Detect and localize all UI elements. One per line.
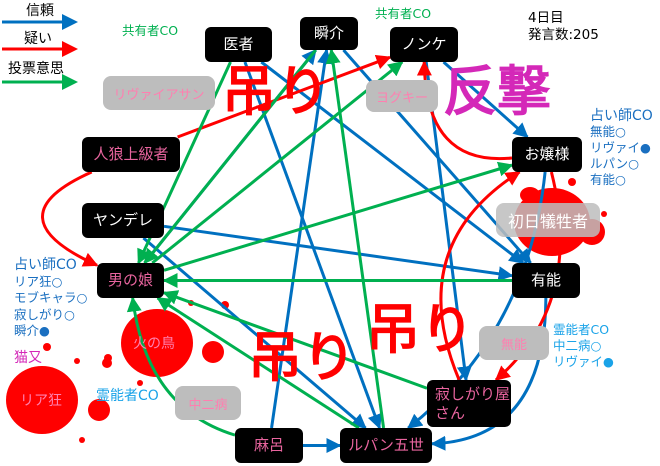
vote-edge-sabishigari-to-otokonoko — [162, 290, 428, 390]
removed-player-leviathan: リヴァイアサン — [103, 76, 215, 110]
player-node-nonke[interactable]: ノンケ — [390, 27, 458, 62]
player-node-yandere[interactable]: ヤンデレ — [82, 203, 164, 238]
vote-edge-isha-to-otokonoko — [137, 61, 232, 265]
removed-player-munou: 無能 — [479, 326, 549, 360]
seer-result: 有能○ — [590, 172, 626, 187]
game-status: 4日目 発言数:205 — [528, 10, 599, 44]
removed-player-riakyou: リア狂 — [20, 393, 62, 409]
seer-co-title: 占い師CO — [590, 108, 653, 124]
medium-result: リヴァイ● — [553, 354, 614, 369]
shared-co-label: 共有者CO — [122, 23, 179, 38]
trust-edge-isha-to-lupin — [243, 61, 382, 430]
seer-result: リヴァイ● — [590, 140, 651, 155]
trust-edge-yandere-to-yuunou — [163, 224, 514, 282]
player-node-lupin[interactable]: ルパン五世 — [340, 428, 432, 463]
trust-arrow-icon — [2, 14, 78, 30]
vote-edge-shunsuke-to-otokonoko — [143, 49, 317, 265]
legend-vote-label: 投票意思 — [8, 61, 64, 77]
legend-arrows — [2, 14, 78, 90]
vote-edge-maro-to-otokonoko — [126, 296, 236, 437]
medium-co-right: 霊能者CO 中二病○ リヴァイ● — [553, 322, 614, 370]
seer-result: ルパン○ — [590, 156, 640, 171]
doubt-edge-jinro-to-otokonoko — [41, 170, 99, 267]
seer-result: 瞬介● — [14, 323, 50, 338]
blood-splatter-icon — [6, 343, 112, 443]
trust-edge-nonke-to-ojousama — [442, 60, 529, 139]
hang-overlay: 吊り — [248, 326, 356, 389]
doubt-edge-sabishigari-to-ojousama — [439, 170, 521, 381]
nekomata-label: 猫又 — [14, 350, 42, 366]
legend-doubt-label: 疑い — [24, 31, 52, 47]
hang-overlay: 吊り — [366, 298, 474, 361]
hang-overlay: 吊り — [222, 60, 330, 123]
legend-trust-label: 信頼 — [26, 3, 54, 19]
player-node-maro[interactable]: 麻呂 — [235, 428, 303, 463]
vote-edge-lupin-to-otokonoko — [156, 296, 360, 430]
removed-player-phoenix: 火の鳥 — [133, 336, 175, 352]
removed-player-first-victim: 初日犠牲者 — [496, 203, 600, 237]
player-node-jinro[interactable]: 人狼上級者 — [82, 137, 180, 172]
seer-result: リア狂○ — [14, 273, 63, 289]
trust-edge-yandere-to-lupin — [142, 236, 367, 430]
counter-overlay: 反撃 — [443, 60, 551, 123]
medium-result: 中二病○ — [553, 338, 602, 353]
vote-edge-lupin-to-shunsuke — [325, 48, 386, 429]
player-node-ojousama[interactable]: お嬢様 — [512, 137, 582, 172]
player-node-sabishigari[interactable]: 寂しがり屋さん — [427, 380, 511, 427]
player-node-otokonoko[interactable]: 男の娘 — [97, 263, 164, 298]
seer-co-right: 占い師CO 無能○ リヴァイ● ルパン○ 有能○ — [590, 108, 653, 188]
removed-player-chuunibyou: 中二病 — [175, 386, 241, 420]
shared-co-label: 共有者CO — [375, 6, 432, 21]
post-count: 発言数:205 — [528, 27, 599, 43]
vote-arrow-icon — [2, 74, 78, 90]
doubt-arrow-icon — [2, 41, 78, 57]
vote-edge-otokonoko-to-ojousama — [163, 161, 514, 272]
player-node-shunsuke[interactable]: 瞬介 — [300, 17, 358, 50]
seer-co-left: 占い師CO リア狂○ モブキャラ○ 寂しがり○ 瞬介● — [14, 257, 87, 340]
player-node-isha[interactable]: 医者 — [205, 27, 272, 62]
doubt-edge-jinro-to-nonke — [177, 54, 392, 139]
removed-player-yogu: ヨグキー — [366, 80, 438, 112]
player-node-yuunou[interactable]: 有能 — [512, 263, 580, 298]
edges — [41, 48, 562, 454]
seer-result: 無能○ — [590, 124, 626, 139]
seer-result: モブキャラ○ — [14, 290, 88, 305]
medium-co-left: 霊能者CO — [96, 388, 159, 404]
day-label: 4日目 — [528, 10, 564, 26]
seer-result: 寂しがり○ — [14, 306, 75, 322]
first-victim-label: 初日犠牲者 — [507, 212, 588, 231]
medium-co-title: 霊能者CO — [553, 322, 610, 337]
seer-co-title: 占い師CO — [14, 257, 77, 273]
trust-edge-isha-to-yuunou — [260, 60, 525, 265]
